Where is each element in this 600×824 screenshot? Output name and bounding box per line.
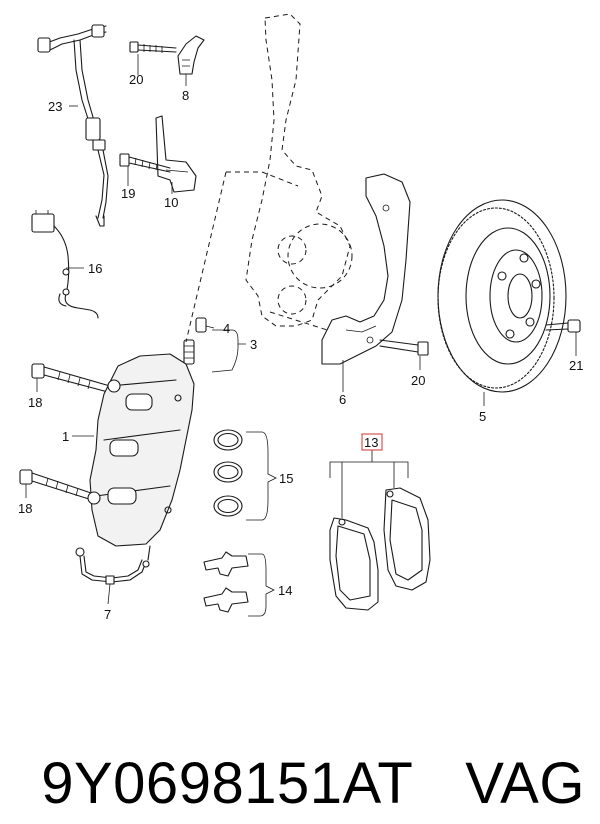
wear-sensor-16 <box>31 210 99 319</box>
label-part-1[interactable]: 1 <box>62 429 69 444</box>
part-labels: 23 20 8 19 10 16 4 3 6 20 5 21 18 1 18 7… <box>18 72 583 622</box>
leader-lines <box>25 54 577 617</box>
steering-knuckle-outline <box>185 13 353 343</box>
label-part-16[interactable]: 16 <box>88 261 102 276</box>
label-part-18-top[interactable]: 18 <box>28 395 42 410</box>
label-part-18-bottom[interactable]: 18 <box>18 501 32 516</box>
splash-shield-6 <box>321 173 411 365</box>
label-part-14[interactable]: 14 <box>278 583 292 598</box>
brake-hose-23 <box>37 24 109 227</box>
brake-pads-13 <box>329 487 431 611</box>
label-part-8[interactable]: 8 <box>182 88 189 103</box>
label-part-15[interactable]: 15 <box>279 471 293 486</box>
label-part-5[interactable]: 5 <box>479 409 486 424</box>
piston-seals-15 <box>213 429 243 517</box>
label-part-10[interactable]: 10 <box>164 195 178 210</box>
brake-line-7 <box>75 547 150 585</box>
label-part-3[interactable]: 3 <box>250 337 257 352</box>
brake-disc-5 <box>437 199 567 393</box>
bolt-20-top <box>129 41 177 53</box>
label-part-20-mid[interactable]: 20 <box>411 373 425 388</box>
pad-springs-14 <box>203 551 249 613</box>
label-part-13[interactable]: 13 <box>364 435 378 450</box>
bracket-10 <box>155 115 197 193</box>
label-part-21[interactable]: 21 <box>569 358 583 373</box>
bolt-19 <box>119 153 171 173</box>
label-part-19[interactable]: 19 <box>121 186 135 201</box>
label-part-4[interactable]: 4 <box>223 321 230 336</box>
label-part-23[interactable]: 23 <box>48 99 62 114</box>
bracket-clip-8 <box>177 35 205 75</box>
label-part-6[interactable]: 6 <box>339 392 346 407</box>
bleeder-valve-4 <box>183 317 207 365</box>
part-number: 9Y0698151AT <box>41 751 414 816</box>
bolt-20-mid <box>379 339 429 356</box>
brand-name: VAG <box>465 751 585 816</box>
exploded-brake-diagram: 23 20 8 19 10 16 4 3 6 20 5 21 18 1 18 7… <box>18 13 583 622</box>
caliper-bolt-18-bottom <box>19 469 95 501</box>
caliper-bolt-18-top <box>31 363 111 393</box>
label-part-7[interactable]: 7 <box>104 607 111 622</box>
part-number-footer: 9Y0698151AT VAG <box>8 664 592 816</box>
label-part-20-top[interactable]: 20 <box>129 72 143 87</box>
disc-screw-21 <box>545 319 581 333</box>
brake-caliper-1 <box>87 353 195 561</box>
part-13-highlight-box <box>361 433 383 451</box>
